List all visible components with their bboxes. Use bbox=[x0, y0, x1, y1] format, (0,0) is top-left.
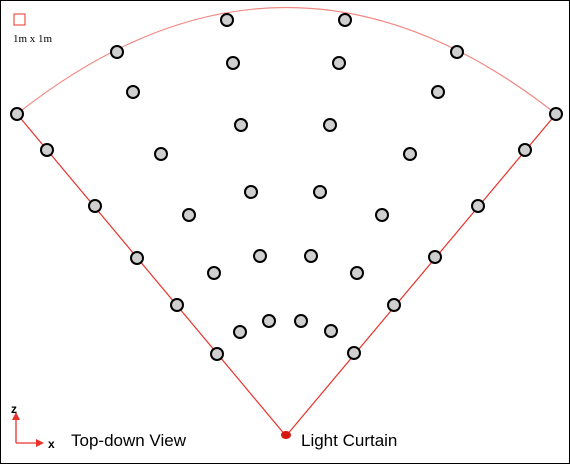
axis-x-label: x bbox=[48, 437, 55, 451]
marker-point-27 bbox=[350, 266, 364, 280]
marker-point-33 bbox=[233, 325, 247, 339]
marker-point-29 bbox=[170, 298, 184, 312]
marker-point-4 bbox=[450, 45, 464, 59]
fan-right-edge bbox=[285, 113, 557, 437]
axis-z-label: z bbox=[11, 402, 17, 416]
marker-point-34 bbox=[324, 324, 338, 338]
marker-point-7 bbox=[126, 85, 140, 99]
marker-point-9 bbox=[10, 107, 24, 121]
marker-point-24 bbox=[304, 249, 318, 263]
marker-point-31 bbox=[262, 314, 276, 328]
scale-square-icon bbox=[13, 13, 26, 26]
marker-point-23 bbox=[253, 249, 267, 263]
marker-point-32 bbox=[294, 314, 308, 328]
marker-point-21 bbox=[375, 208, 389, 222]
marker-point-28 bbox=[428, 250, 442, 264]
marker-point-22 bbox=[471, 199, 485, 213]
marker-point-1 bbox=[220, 13, 234, 27]
light-curtain-source-icon bbox=[281, 431, 291, 439]
marker-point-8 bbox=[431, 85, 445, 99]
marker-point-19 bbox=[88, 199, 102, 213]
view-label: Top-down View bbox=[71, 431, 187, 450]
marker-point-2 bbox=[338, 13, 352, 27]
marker-point-17 bbox=[244, 185, 258, 199]
marker-point-15 bbox=[403, 147, 417, 161]
marker-point-3 bbox=[110, 45, 124, 59]
marker-point-14 bbox=[154, 147, 168, 161]
marker-point-25 bbox=[130, 251, 144, 265]
scale-label: 1m x 1m bbox=[13, 33, 53, 45]
marker-point-6 bbox=[332, 56, 346, 70]
xz-axis-arrows-icon bbox=[12, 412, 44, 447]
fan-left-edge bbox=[16, 113, 287, 437]
fan-arc bbox=[16, 6, 557, 115]
marker-point-35 bbox=[210, 347, 224, 361]
marker-point-26 bbox=[207, 266, 221, 280]
marker-point-16 bbox=[518, 143, 532, 157]
light-curtain-label: Light Curtain bbox=[301, 431, 397, 450]
marker-point-12 bbox=[323, 118, 337, 132]
marker-point-20 bbox=[182, 208, 196, 222]
marker-point-30 bbox=[387, 298, 401, 312]
marker-point-10 bbox=[549, 107, 563, 121]
marker-point-36 bbox=[347, 346, 361, 360]
marker-point-18 bbox=[313, 185, 327, 199]
marker-group bbox=[10, 13, 563, 361]
marker-point-11 bbox=[234, 118, 248, 132]
marker-point-5 bbox=[226, 56, 240, 70]
marker-point-13 bbox=[40, 143, 54, 157]
